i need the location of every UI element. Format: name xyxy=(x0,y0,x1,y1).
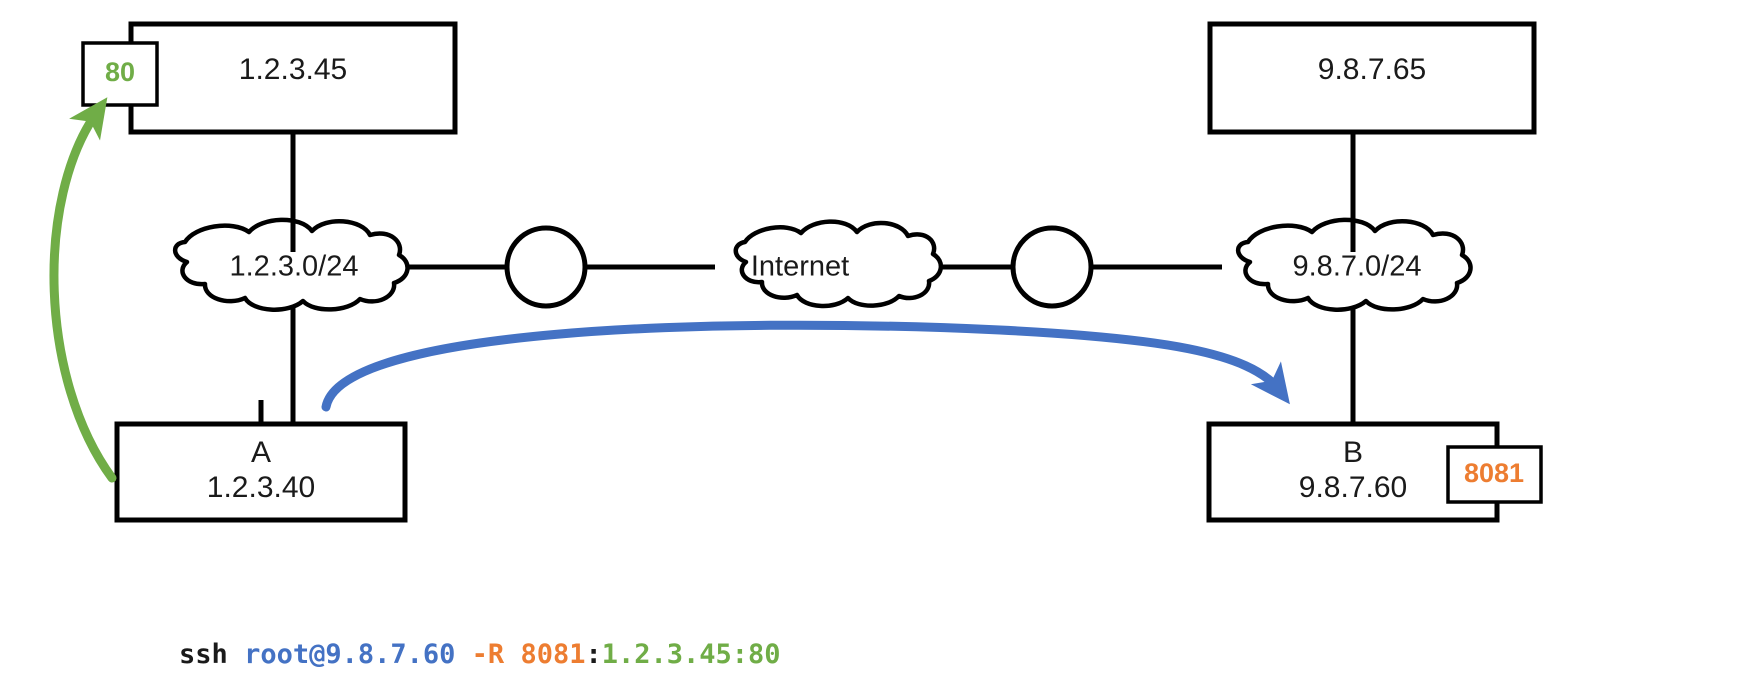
top-left-host-box: 1.2.3.45 xyxy=(128,21,458,135)
cloud-internet: Internet xyxy=(733,219,943,309)
command-space-3 xyxy=(504,639,520,670)
cloud-right-lan: 9.8.7.0/24 xyxy=(1235,217,1473,312)
port-80-badge-label: 80 xyxy=(105,57,135,87)
command-token-target: 1.2.3.45:80 xyxy=(601,639,781,670)
command-token-flag-R: -R xyxy=(471,639,505,670)
host-a-name: A xyxy=(251,436,271,469)
cloud-left-lan-label: 1.2.3.0/24 xyxy=(230,251,359,283)
cloud-right-lan-label: 9.8.7.0/24 xyxy=(1293,251,1422,283)
top-left-host-label: 1.2.3.45 xyxy=(239,53,347,86)
host-b-name: B xyxy=(1343,436,1363,469)
right-router-icon xyxy=(1010,225,1094,309)
command-space-1 xyxy=(228,639,244,670)
command-token-remote-port: 8081 xyxy=(520,639,586,670)
host-b-address: 9.8.7.60 xyxy=(1299,471,1407,504)
cloud-internet-label: Internet xyxy=(751,251,849,283)
command-token-ssh: ssh xyxy=(179,639,228,670)
command-space-2 xyxy=(455,639,471,670)
command-token-colon: : xyxy=(585,639,602,670)
top-right-host-label: 9.8.7.65 xyxy=(1318,53,1426,86)
left-router-icon xyxy=(504,225,588,309)
blue-flow-arrow xyxy=(321,320,1290,412)
port-80-badge: 80 xyxy=(81,41,159,107)
command-token-user-host: root@9.8.7.60 xyxy=(244,639,456,670)
top-right-host-box: 9.8.7.65 xyxy=(1207,21,1537,135)
green-flow-arrow xyxy=(49,97,117,483)
cloud-left-lan: 1.2.3.0/24 xyxy=(172,217,410,312)
port-8081-badge: 8081 xyxy=(1446,445,1543,504)
host-a-address: 1.2.3.40 xyxy=(207,471,315,504)
ssh-command-line: ssh root@9.8.7.60 -R 8081:1.2.3.45:80 xyxy=(114,608,781,690)
port-8081-badge-label: 8081 xyxy=(1464,458,1524,488)
host-a-box: A 1.2.3.40 xyxy=(114,421,408,523)
